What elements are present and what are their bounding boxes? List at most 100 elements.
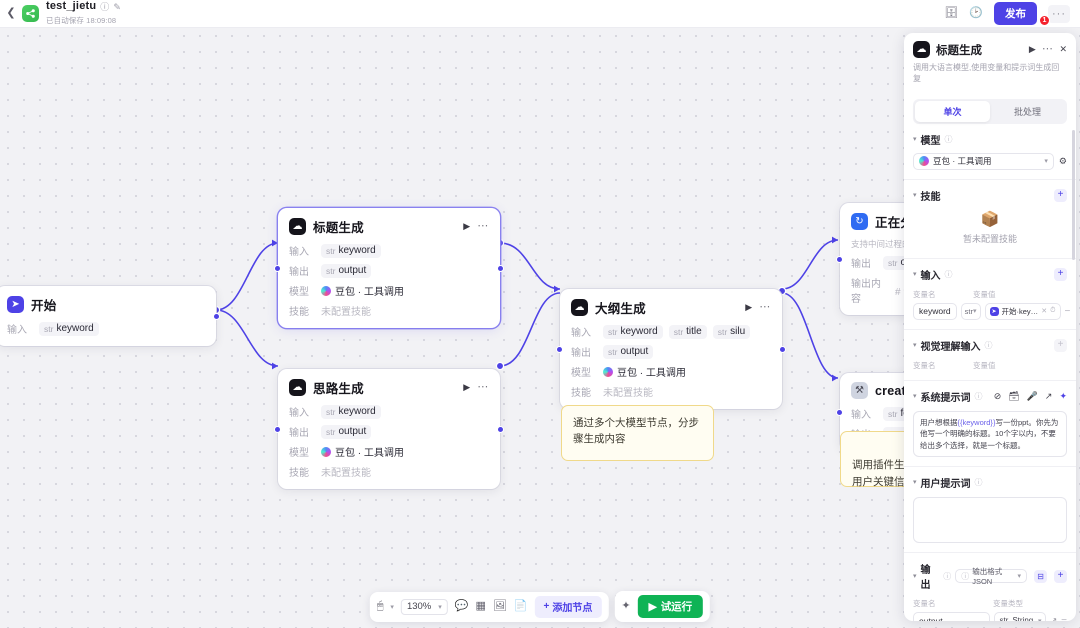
chevron-down-icon[interactable]: ▾ xyxy=(913,135,917,143)
info-icon[interactable]: ⓘ xyxy=(984,340,993,350)
model-select[interactable]: 豆包 · 工具调用 ▾ xyxy=(913,152,1054,170)
history-icon[interactable]: 🗄 xyxy=(944,7,959,19)
info-icon[interactable]: ⓘ xyxy=(944,269,953,279)
node-run-icon[interactable]: ▶ xyxy=(745,302,753,312)
node-description: 支持中间过程的消 xyxy=(851,239,920,249)
chip-type: str xyxy=(608,326,618,337)
workflow-canvas[interactable]: ➤ 开始 输入 str keyword ☁ 标题生成 ▶ ⋯ 输入 str ke… xyxy=(0,28,1080,628)
input-type-select[interactable]: str ▾ xyxy=(960,302,981,320)
output-port[interactable] xyxy=(779,345,786,353)
node-more-icon[interactable]: ⋯ xyxy=(759,301,771,313)
sticky-note[interactable]: 通过多个大模型节点，分步骤生成内容 xyxy=(561,405,714,461)
chevron-down-icon[interactable]: ▾ xyxy=(913,392,917,400)
info-icon[interactable]: ⓘ xyxy=(974,391,983,401)
tab-single[interactable]: 单次 xyxy=(915,100,990,122)
output-format-value: 输出格式JSON xyxy=(972,567,1003,587)
edit-icon[interactable]: ✎ xyxy=(113,1,121,12)
expand-icon[interactable]: ↗ xyxy=(1044,390,1053,401)
add-vision-input-button[interactable]: + xyxy=(1054,338,1067,352)
node-start[interactable]: ➤ 开始 输入 str keyword xyxy=(0,286,220,346)
system-prompt-textarea[interactable]: 用户想根据{{keyword}}写一份ppt。你先为他写一个明确的标题。10个字… xyxy=(913,410,1067,458)
run-label: 试运行 xyxy=(660,601,693,613)
row-label: 技能 xyxy=(289,307,309,318)
expand-icon[interactable]: ↗ xyxy=(1050,616,1058,621)
model-value: 豆包 · 工具调用 xyxy=(933,156,992,167)
output-port[interactable] xyxy=(213,312,220,320)
model-value: 豆包 · 工具调用 xyxy=(603,364,686,379)
add-skill-button[interactable]: + xyxy=(1054,188,1067,202)
chevron-down-icon[interactable]: ▾ xyxy=(913,191,917,199)
test-run-button[interactable]: ▶ 试运行 xyxy=(637,595,704,618)
chip-name: keyword xyxy=(338,245,376,256)
collapse-icon[interactable]: ⊟ xyxy=(1034,569,1047,583)
library-icon[interactable]: 🗃 xyxy=(1008,390,1020,401)
output-name-field[interactable]: output xyxy=(913,612,991,621)
chevron-down-icon[interactable]: ▾ xyxy=(913,479,917,487)
cursor-icon[interactable]: 🖱 xyxy=(376,600,384,612)
output-port[interactable] xyxy=(497,425,504,433)
input-port[interactable] xyxy=(274,425,281,433)
note-icon[interactable]: 📄 xyxy=(513,600,528,612)
input-port[interactable] xyxy=(836,255,843,263)
zoom-level-select[interactable]: 130% ▾ xyxy=(400,598,448,615)
clear-icon[interactable]: ⊘ xyxy=(993,390,1002,401)
section-title: 输入 xyxy=(920,270,941,282)
skill-value: 未配置技能 xyxy=(321,307,371,318)
node-row-skill: 技能 未配置技能 xyxy=(571,384,771,399)
cursor-dropdown-caret-icon[interactable]: ▾ xyxy=(390,603,394,611)
input-port[interactable] xyxy=(556,345,563,353)
clock-icon[interactable]: 🕑 xyxy=(969,7,983,19)
clear-icon[interactable]: ✕ xyxy=(1041,308,1048,316)
comment-icon[interactable]: 💬 xyxy=(454,600,469,612)
panel-scrollbar[interactable] xyxy=(1072,129,1075,260)
node-run-icon[interactable]: ▶ xyxy=(463,221,471,231)
add-node-button[interactable]: + 添加节点 xyxy=(534,595,602,618)
input-name-field[interactable]: keyword xyxy=(913,302,957,320)
node-more-icon[interactable]: ⋯ xyxy=(477,381,489,393)
input-port[interactable] xyxy=(274,264,281,272)
clock-icon[interactable]: ⏱ xyxy=(1050,307,1056,315)
info-icon[interactable]: ⓘ xyxy=(974,478,983,488)
add-node-label: 添加节点 xyxy=(552,603,593,614)
close-icon[interactable]: ✕ xyxy=(1059,44,1067,54)
output-port[interactable] xyxy=(497,264,504,272)
input-value-reference[interactable]: ➤ 开始·key… ✕ ⏱ xyxy=(984,302,1061,320)
publish-button[interactable]: 发布 xyxy=(994,2,1037,25)
panel-body[interactable]: ▾ 模型 ⓘ 豆包 · 工具调用 ▾ ⚙ ▾ 技能 xyxy=(904,124,1076,621)
gear-icon[interactable]: ⚙ xyxy=(1058,155,1067,166)
info-icon[interactable]: ⓘ xyxy=(944,134,953,144)
info-icon[interactable]: ⓘ xyxy=(100,1,110,12)
chevron-down-icon[interactable]: ▾ xyxy=(913,572,917,580)
more-menu-button[interactable]: ··· xyxy=(1048,4,1070,23)
node-idea-generation[interactable]: ☁ 思路生成 ▶ ⋯ 输入 str keyword 输出 str output … xyxy=(274,369,504,489)
panel-more-icon[interactable]: ⋯ xyxy=(1041,43,1054,55)
remove-output-button[interactable]: − xyxy=(1061,615,1067,621)
chevron-down-icon[interactable]: ▾ xyxy=(913,341,917,349)
model-name: 豆包 · 工具调用 xyxy=(335,287,404,298)
grid-icon[interactable]: ▦ xyxy=(475,600,486,612)
tab-batch[interactable]: 批处理 xyxy=(1013,106,1041,117)
user-prompt-textarea[interactable] xyxy=(913,497,1067,544)
output-format-select[interactable]: ⓘ 输出格式JSON ▾ xyxy=(955,567,1027,587)
add-input-button[interactable]: + xyxy=(1054,267,1067,281)
node-outline-generation[interactable]: ☁ 大纲生成 ▶ ⋯ 输入 str keyword str title str … xyxy=(556,289,786,409)
info-icon[interactable]: ⓘ xyxy=(943,571,952,581)
panel-run-icon[interactable]: ▶ xyxy=(1028,44,1036,54)
col-header-type: 变量类型 xyxy=(993,599,1023,609)
input-port[interactable] xyxy=(836,408,843,416)
mic-icon[interactable]: 🎤 xyxy=(1026,390,1038,401)
chip-type: str xyxy=(888,257,898,268)
back-button[interactable]: ❮ xyxy=(6,7,16,19)
node-run-icon[interactable]: ▶ xyxy=(463,382,471,392)
output-type-select[interactable]: str. String ▾ xyxy=(994,612,1047,621)
add-output-button[interactable]: + xyxy=(1054,569,1067,583)
panel-header: ☁ 标题生成 ▶ ⋯ ✕ 调用大语言模型,使用变量和提示词生成回复 xyxy=(904,33,1076,92)
node-title: 思路生成 xyxy=(313,382,364,396)
image-icon[interactable]: 🖼 xyxy=(492,600,507,612)
remove-input-button[interactable]: − xyxy=(1064,305,1071,317)
chevron-down-icon[interactable]: ▾ xyxy=(913,270,917,278)
node-more-icon[interactable]: ⋯ xyxy=(477,220,489,232)
magic-icon[interactable]: ✦ xyxy=(1059,390,1067,401)
magic-wand-icon[interactable]: ✦ xyxy=(621,600,631,612)
node-title-generation[interactable]: ☁ 标题生成 ▶ ⋯ 输入 str keyword 输出 str output … xyxy=(274,208,504,328)
